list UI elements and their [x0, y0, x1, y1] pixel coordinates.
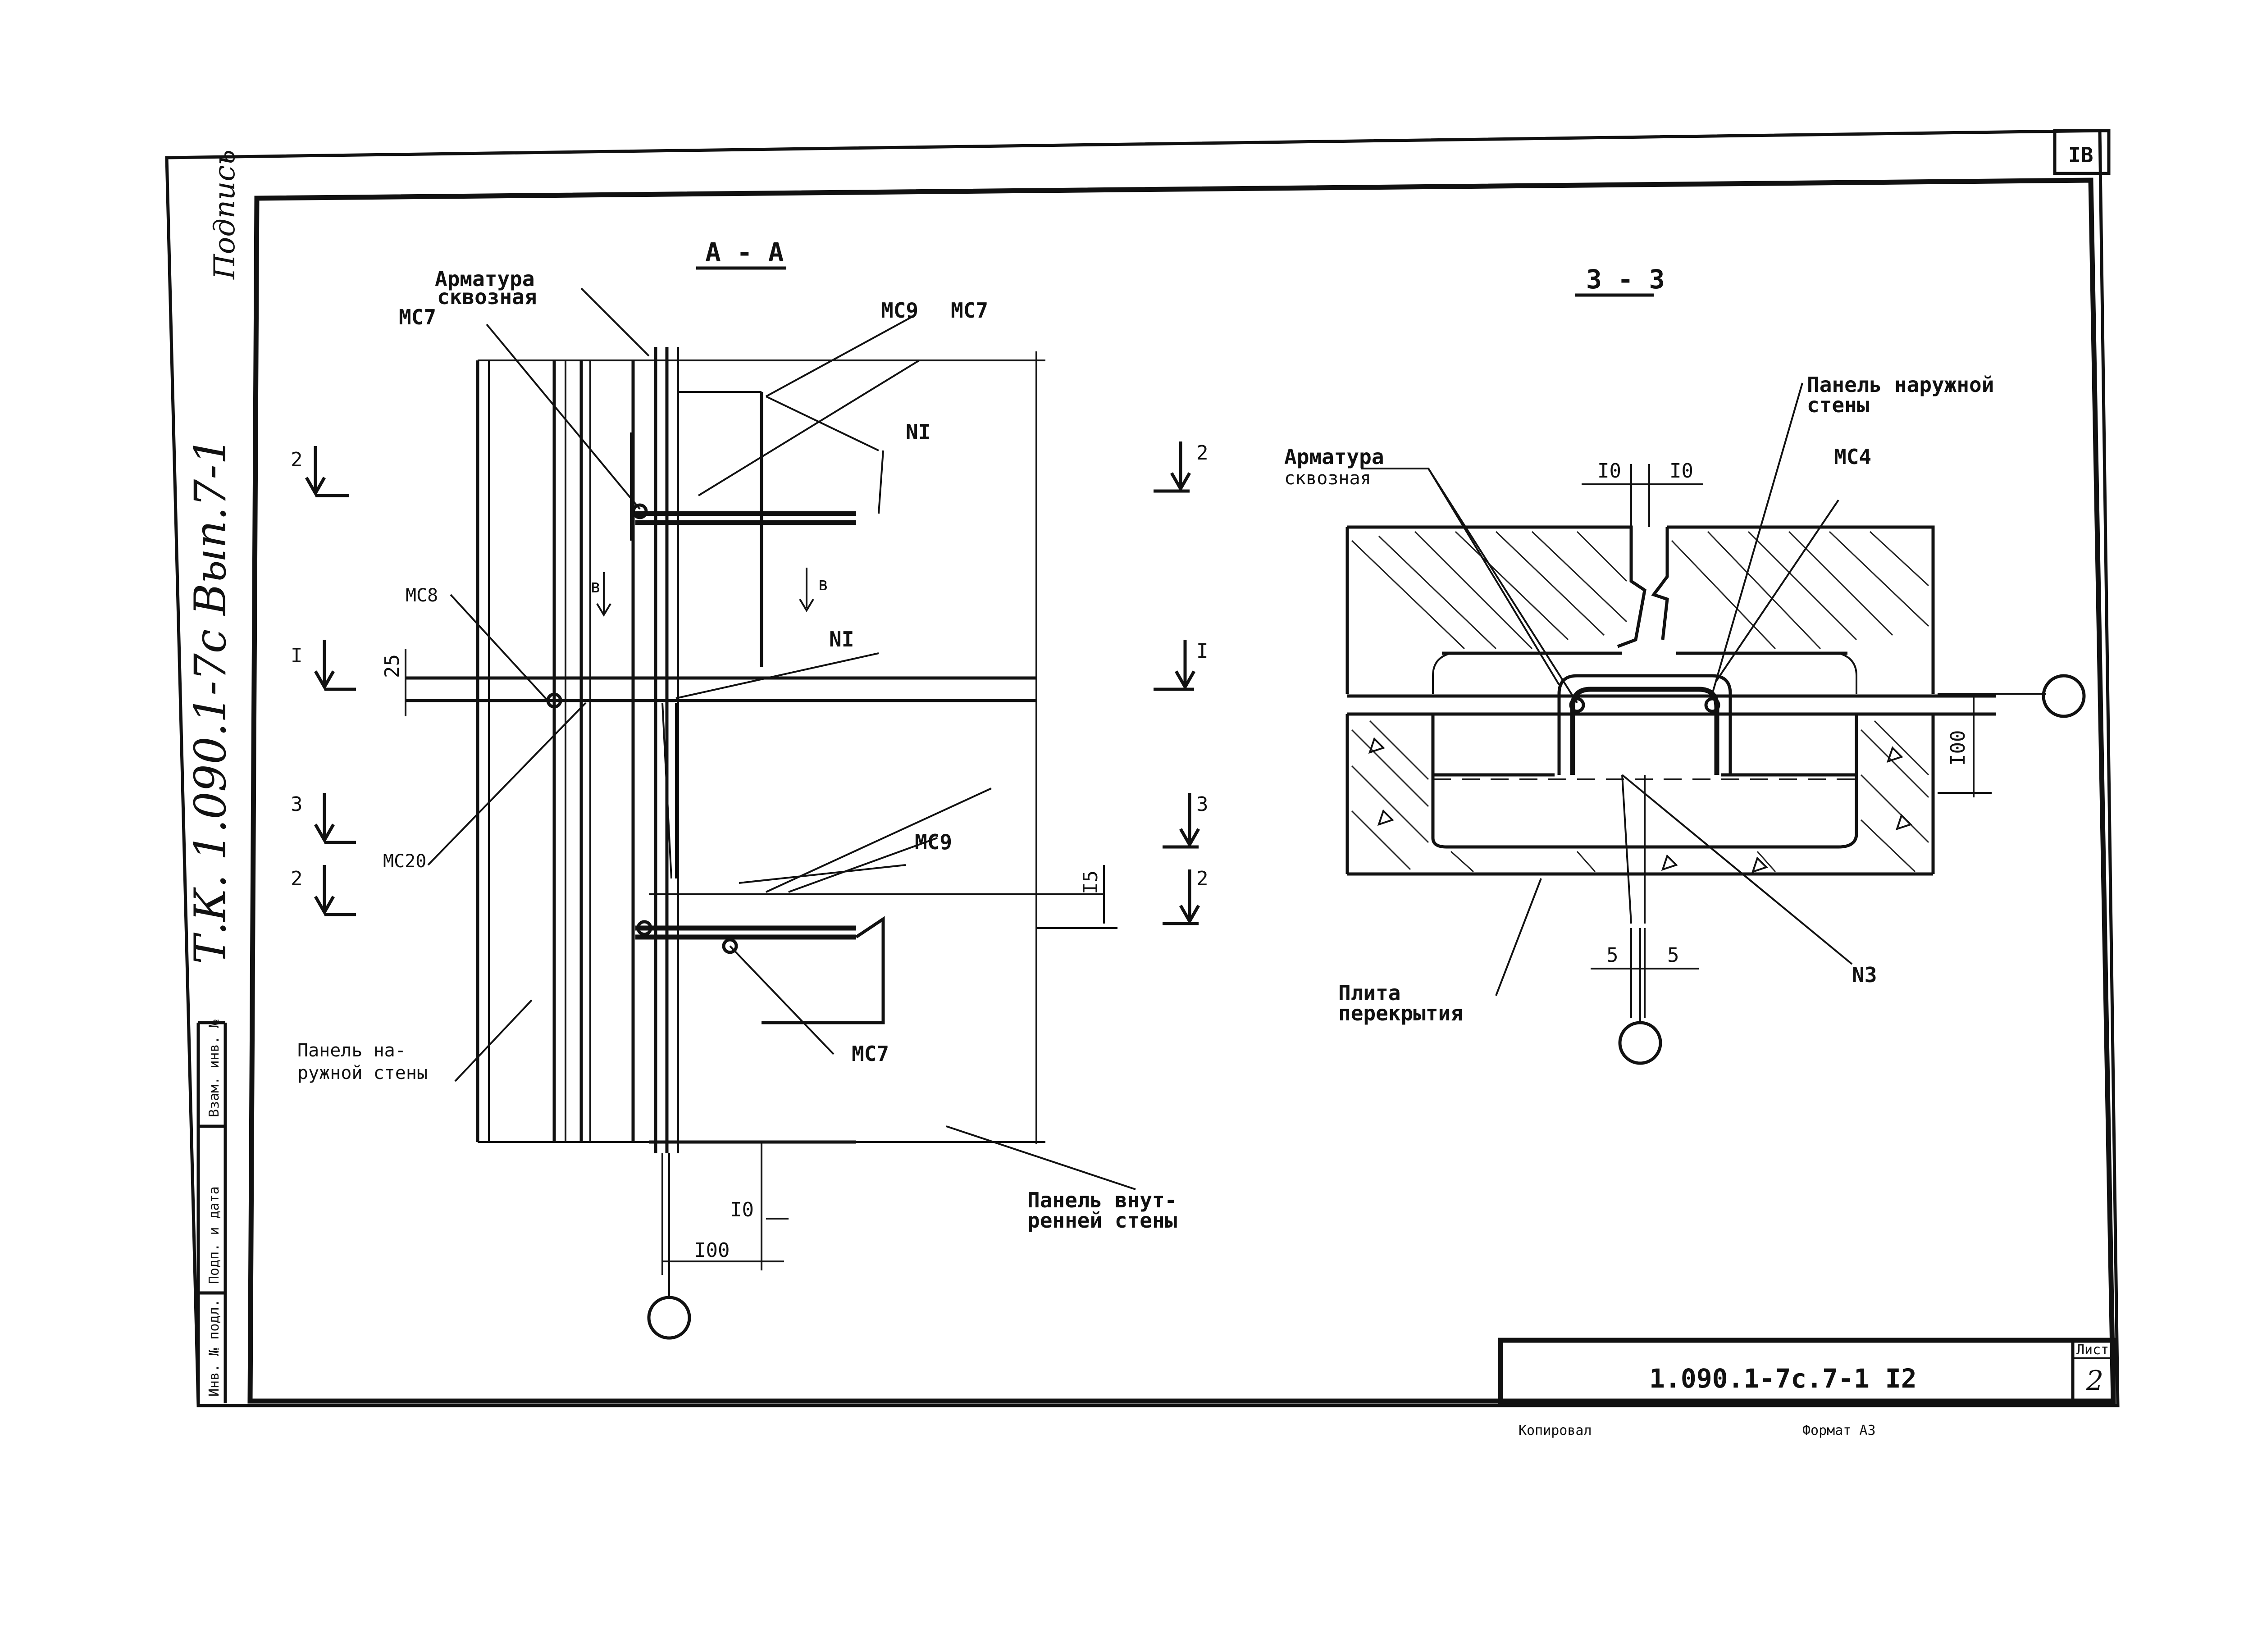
label-mc7-low: МС7 [852, 1042, 889, 1066]
dim-25: 25 [381, 654, 404, 678]
label-panel-outer-33-2: стены [1807, 393, 1869, 417]
outer-frame [165, 129, 2120, 1407]
label-panel-inner-1: Панель внут- [1027, 1188, 1177, 1212]
label-panel-outer-33-1: Панель наружной [1807, 373, 1994, 397]
dim-15: I5 [1079, 870, 1102, 894]
label-n1-mid: NI [829, 627, 854, 651]
section-mark-left-2b: 2 [291, 867, 303, 890]
label-mc20: МС20 [383, 851, 426, 872]
stamp-code: 1.090.1-7с.7-1 I2 [1649, 1363, 1917, 1394]
label-armatura-33: Арматура [1284, 445, 1384, 469]
axis-bubble-33-bottom [1618, 1021, 1662, 1065]
dim-100: I00 [694, 1239, 730, 1262]
dim-33-10-left: I0 [1597, 460, 1621, 482]
label-mc4: МС4 [1834, 445, 1871, 469]
inner-wall-panel [630, 351, 1045, 1144]
sheet-header: Лист [2076, 1342, 2109, 1358]
label-slab-1: Плита [1338, 981, 1400, 1005]
outer-wall-panel [476, 360, 649, 1143]
copied-by: Копировал [1519, 1423, 1592, 1438]
format-label: Формат А3 [1802, 1423, 1876, 1438]
sheet-number: 2 [2086, 1365, 2103, 1397]
section-mark-right-2a: 2 [1196, 441, 1209, 464]
signature: Подпись [208, 150, 242, 280]
binding-label-inv: Инв. № подл. [206, 1299, 222, 1397]
dim-10: I0 [730, 1198, 754, 1221]
side-label: Т.К. 1.090.1-7с Вып.7-1 [185, 437, 236, 964]
section-mark-right-3: 3 [1196, 793, 1209, 816]
label-panel-outer-1: Панель на- [297, 1040, 406, 1061]
view-aa-title: А - А [705, 237, 784, 268]
view-aa: А - А [291, 237, 1209, 1340]
view-33: 3 - 3 [1284, 264, 2086, 1065]
dim-33-5-right: 5 [1667, 944, 1679, 967]
slab-section [1345, 714, 1935, 876]
label-panel-outer-2: ружной стены [297, 1063, 428, 1083]
label-mc8: МС8 [406, 585, 438, 606]
label-slab-2: перекрытия [1338, 1001, 1463, 1025]
label-mc9-low: МС9 [915, 830, 952, 854]
corner-number-box: IB [2053, 129, 2111, 175]
axis-bubble-33-right [2042, 674, 2086, 718]
dim-33-5-left: 5 [1606, 944, 1619, 967]
binding-strip: Инв. № подл. Подп. и дата Взам. инв. № [196, 1019, 227, 1403]
corner-number: IB [2068, 143, 2093, 167]
label-mc7-top: МС7 [399, 305, 436, 329]
section-mark-right-1: I [1196, 640, 1209, 663]
outer-panel-section [1345, 525, 1935, 694]
label-skvoznaya-aa: сквозная [437, 285, 537, 309]
dim-33-100: I00 [1947, 730, 1970, 766]
binding-label-replace: Взам. инв. № [206, 1019, 222, 1117]
dim-33-10-right: I0 [1669, 460, 1693, 482]
axis-bubble-aa [647, 1296, 691, 1340]
section-mark-left-3: 3 [291, 793, 303, 816]
binding-label-sign: Подп. и дата [206, 1186, 222, 1284]
section-mark-v-right: в [818, 574, 829, 595]
section-mark-left-1: I [291, 644, 303, 667]
label-skvoznaya-33: сквозная [1284, 468, 1371, 489]
label-mc7-top2: МС7 [951, 298, 988, 323]
title-stamp: 1.090.1-7с.7-1 I2 Лист 2 [1498, 1338, 2116, 1406]
section-mark-left-2a: 2 [291, 448, 303, 471]
section-mark-right-2b: 2 [1196, 867, 1209, 890]
label-n1-top: NI [906, 420, 930, 444]
section-marks-left: 2 I 3 2 [291, 446, 356, 916]
label-panel-inner-2: ренней стены [1027, 1208, 1177, 1233]
view-33-title: 3 - 3 [1586, 264, 1665, 295]
label-armatura-aa: Арматура [435, 267, 535, 291]
inner-frame [247, 177, 2116, 1404]
section-marks-right: 2 I 3 2 [1154, 441, 1209, 925]
section-mark-v-left: в [590, 576, 601, 597]
label-n3: N3 [1852, 963, 1877, 987]
label-mc9-top: МС9 [881, 298, 918, 323]
